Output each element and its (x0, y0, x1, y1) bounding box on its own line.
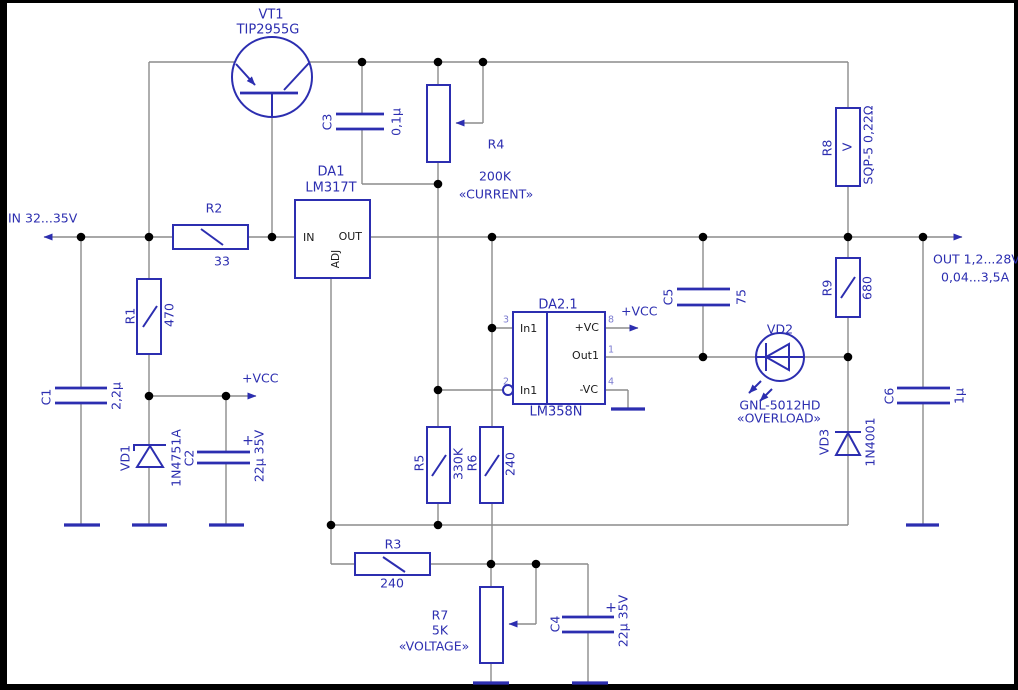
da2-ref-label: DA2.1 (538, 298, 577, 313)
da2-pinnum-4: 4 (608, 377, 614, 388)
r2-value-label: 33 (214, 254, 230, 269)
r3-value-label: 240 (380, 576, 404, 591)
c4-polarity-label: + (605, 600, 617, 616)
da2-pin-inn-label: In1 (520, 384, 537, 397)
vd2-part-label: GNL-5012HD (739, 398, 820, 413)
r5-ref-label: R5 (412, 455, 427, 472)
da2-pinnum-8: 8 (608, 315, 614, 326)
r9-ref-label: R9 (820, 280, 835, 297)
vcc-label-opamp: +VCC (621, 304, 658, 319)
r1-ref-label: R1 (123, 308, 138, 325)
c1-value-label: 2,2µ (109, 382, 124, 410)
resistor-r3 (354, 552, 431, 576)
potentiometer-r4 (426, 84, 451, 163)
capacitor-c4 (562, 615, 614, 634)
r1-value-label: 470 (162, 303, 177, 327)
c4-value-label: 22µ 35V (616, 594, 631, 647)
da1-pin-out-label: OUT (339, 230, 363, 243)
c6-value-label: 1µ (952, 388, 967, 404)
r8-value-label: SQP-5 0,22Ω (861, 105, 876, 184)
da2-pinnum-2: 2 (503, 377, 509, 388)
r3-ref-label: R3 (385, 537, 402, 552)
inverting-input-circle-icon (502, 384, 514, 396)
resistor-r6 (479, 426, 504, 504)
da2-pin-inp-label: In1 (520, 322, 537, 335)
r7-function-label: «VOLTAGE» (399, 639, 470, 654)
resistor-r8 (835, 107, 861, 187)
da1-part-label: LM317T (305, 181, 356, 196)
c5-ref-label: C5 (661, 289, 676, 306)
vd1-ref-label: VD1 (118, 445, 133, 471)
vcc-label: +VCC (242, 371, 279, 386)
r7-value-label: 5K (432, 623, 449, 638)
c2-polarity-label: + (242, 433, 254, 449)
led-emission-arrows-icon (748, 380, 773, 402)
c3-value-label: 0,1µ (389, 108, 404, 136)
da2-pin-out-label: Out1 (572, 349, 599, 362)
r4-value-label: 200K (479, 169, 512, 184)
ground-symbols (64, 407, 939, 685)
da2-pinnum-3: 3 (503, 315, 509, 326)
r7-ref-label: R7 (432, 608, 449, 623)
c2-ref-label: C2 (182, 450, 197, 467)
output-voltage-label: OUT 1,2...28V (933, 252, 1018, 267)
capacitor-c1 (55, 386, 107, 405)
capacitor-c3 (336, 112, 384, 131)
vt1-part-label: TIP2955G (236, 23, 300, 38)
r4-ref-label: R4 (488, 137, 505, 152)
emitter-arrow-icon (235, 63, 256, 86)
c3-ref-label: C3 (320, 114, 335, 131)
vd2-ref-label: VD2 (767, 322, 793, 337)
capacitor-c5 (677, 287, 730, 307)
transistor-vt1 (231, 36, 313, 118)
c2-value-label: 22µ 35V (252, 429, 267, 482)
r2-ref-label: R2 (206, 201, 223, 216)
c5-value-label: 75 (734, 289, 749, 305)
r8-power-mark: V (840, 142, 855, 151)
c6-ref-label: C6 (882, 388, 897, 405)
r6-ref-label: R6 (465, 455, 480, 472)
zener-diode-vd1 (133, 444, 166, 468)
c4-ref-label: C4 (548, 616, 563, 633)
potentiometer-r7 (479, 586, 504, 664)
r4-function-label: «CURRENT» (459, 187, 534, 202)
r9-value-label: 680 (860, 276, 875, 300)
da2-part-label: LM358N (530, 405, 583, 420)
vd2-function-label: «OVERLOAD» (737, 411, 821, 426)
da1-pin-in-label: IN (303, 231, 314, 244)
regulator-da1 (294, 199, 371, 279)
da2-pin-vplus-label: +VC (575, 321, 600, 334)
resistor-r2 (172, 224, 249, 250)
da1-ref-label: DA1 (318, 165, 345, 180)
input-port-label: IN 32...35V (8, 211, 78, 226)
vt1-ref-label: VT1 (258, 8, 283, 23)
resistor-r1 (136, 278, 162, 355)
vd3-ref-label: VD3 (817, 429, 832, 455)
c1-ref-label: C1 (39, 389, 54, 406)
r8-ref-label: R8 (820, 140, 835, 157)
da1-pin-adj-label: ADJ (330, 250, 342, 268)
vd1-part-label: 1N4751A (169, 429, 184, 487)
vd3-part-label: 1N4001 (863, 417, 878, 466)
led-vd2 (748, 332, 805, 402)
da2-pinnum-1: 1 (608, 345, 614, 356)
diode-vd3 (834, 430, 862, 456)
junction-dots (76, 57, 928, 569)
r6-value-label: 240 (503, 452, 518, 476)
capacitor-c6 (897, 386, 950, 405)
da2-pin-vminus-label: -VC (579, 383, 598, 396)
opamp-da2 (502, 311, 606, 405)
resistor-r9 (835, 257, 861, 318)
r5-value-label: 330K (451, 447, 466, 480)
output-current-label: 0,04...3,5A (941, 270, 1010, 285)
capacitor-c2 (197, 450, 250, 465)
resistor-r5 (426, 426, 451, 504)
